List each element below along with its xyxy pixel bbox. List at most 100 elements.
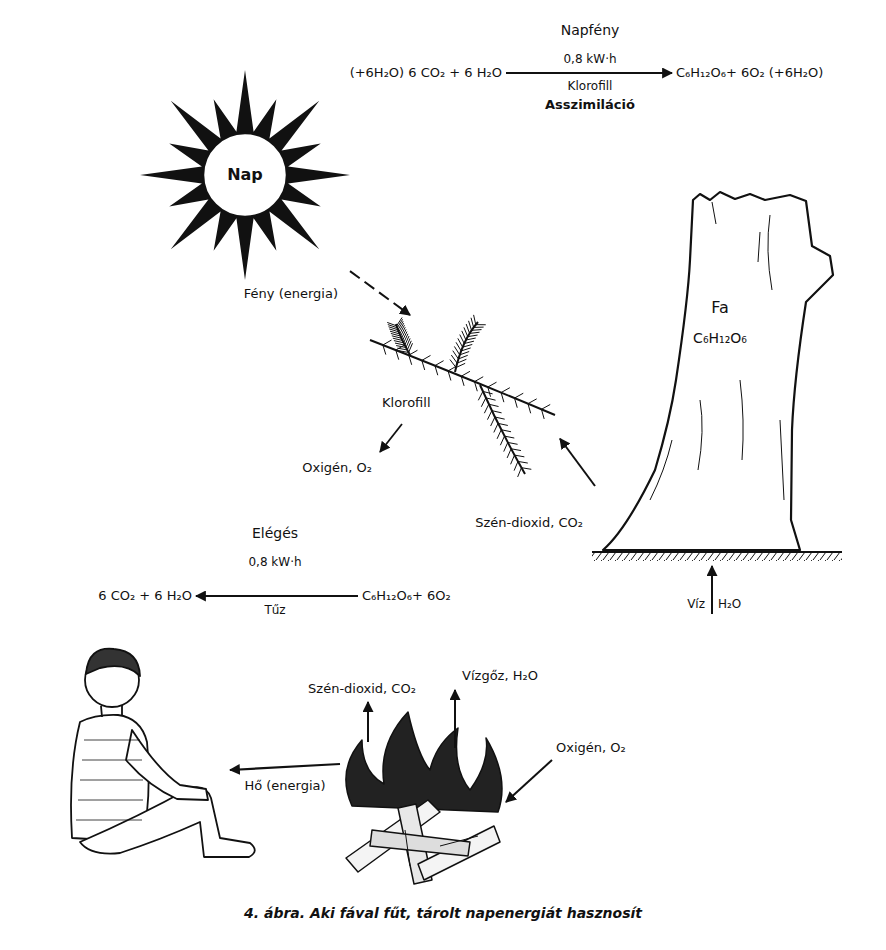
needle (500, 436, 504, 445)
needle (461, 376, 464, 386)
needle (515, 393, 524, 398)
energy-value: 0,8 kW·h (248, 555, 301, 569)
catalyst-label: Tűz (264, 603, 285, 617)
needle (488, 387, 491, 397)
needle (491, 417, 495, 426)
needle (464, 327, 468, 336)
needle (541, 409, 544, 419)
needle (515, 398, 518, 408)
needle (461, 348, 471, 351)
equation-side: (+6H₂O) 6 CO₂ + 6 H₂O (350, 65, 502, 81)
needle (388, 325, 397, 328)
needle (435, 361, 444, 366)
process-name: Asszimiláció (545, 97, 635, 113)
equation-side: C₆H₁₂O₆+ 6O₂ (+6H₂O) (676, 65, 823, 81)
sitting-person (71, 649, 255, 857)
flow-arrow (350, 271, 410, 315)
branch-stem (480, 385, 525, 474)
reaction-arrow (506, 72, 672, 74)
heat-arrow (230, 764, 340, 770)
needle (495, 417, 505, 419)
needle (474, 315, 476, 325)
tree-trunk-outline (595, 190, 835, 560)
needle (474, 382, 477, 392)
catalyst-label: Klorofill (568, 79, 613, 93)
needle (448, 371, 451, 381)
needle (458, 355, 467, 359)
needle (383, 340, 392, 345)
needle (422, 360, 425, 370)
needle (501, 388, 510, 393)
needle (478, 391, 483, 400)
needle (396, 350, 399, 360)
needle (461, 371, 470, 376)
energy-value: 0,8 kW·h (563, 52, 616, 66)
needle (497, 430, 501, 439)
needle (462, 331, 466, 340)
flow-arrow (560, 439, 595, 486)
bark-lines (650, 202, 784, 500)
product-label: Vízgőz, H₂O (462, 668, 538, 684)
reaction-arrow (196, 595, 358, 597)
needle (487, 411, 491, 420)
needle (405, 336, 409, 345)
needle (466, 324, 469, 333)
tree-trunk: FaC₆H₁₂O₆ (595, 190, 835, 560)
needle (501, 430, 511, 432)
oxygen-arrow (380, 424, 402, 452)
needle (470, 332, 480, 333)
needle (486, 398, 496, 400)
needle (471, 318, 474, 328)
equation-title: Napfény (561, 22, 620, 39)
needle (460, 352, 469, 355)
needle (469, 321, 472, 331)
water-arrow (711, 566, 713, 614)
needle (394, 341, 404, 343)
needle (508, 442, 518, 444)
needle (474, 377, 483, 382)
needle (468, 335, 478, 337)
edge-label: Szén-dioxid, CO₂ (473, 515, 585, 531)
equation-side: 6 CO₂ + 6 H₂O (98, 588, 192, 604)
needle (492, 411, 502, 413)
ground (592, 552, 842, 561)
sun-disc (203, 133, 287, 217)
needle (396, 346, 406, 348)
input-label: H₂O (718, 597, 741, 611)
needle (472, 329, 482, 331)
needle (463, 344, 473, 347)
input-label: Oxigén, O₂ (556, 740, 626, 756)
branch-stem (370, 340, 555, 415)
equation-side: C₆H₁₂O₆+ 6O₂ (362, 588, 451, 604)
needle (481, 398, 486, 407)
needle (507, 449, 511, 458)
needle (498, 423, 508, 425)
branch-stem (455, 322, 478, 372)
figure-caption: 4. ábra. Aki fával fűt, tárolt napenergi… (244, 905, 642, 922)
needle (406, 338, 410, 347)
needle (435, 366, 438, 376)
needle (397, 318, 402, 326)
needle (395, 343, 405, 345)
needle (518, 468, 522, 477)
product-label: Oxigén, O₂ (302, 460, 372, 476)
tree-outline (603, 192, 833, 550)
needle (541, 404, 550, 409)
needle (521, 468, 531, 470)
needle (489, 404, 499, 406)
needle (387, 322, 396, 325)
needle (422, 355, 431, 360)
steam-arrow (454, 690, 456, 748)
node-text: Klorofill (382, 395, 431, 411)
leaf-branch: Klorofill (360, 315, 560, 480)
needle (511, 455, 515, 464)
needle (399, 351, 409, 353)
needle (476, 324, 486, 325)
needle (511, 449, 521, 451)
needle (504, 436, 514, 438)
campfire (346, 712, 502, 884)
input-label: Víz (687, 597, 705, 611)
needle (466, 338, 476, 340)
needle (528, 399, 537, 404)
needle (494, 423, 498, 432)
